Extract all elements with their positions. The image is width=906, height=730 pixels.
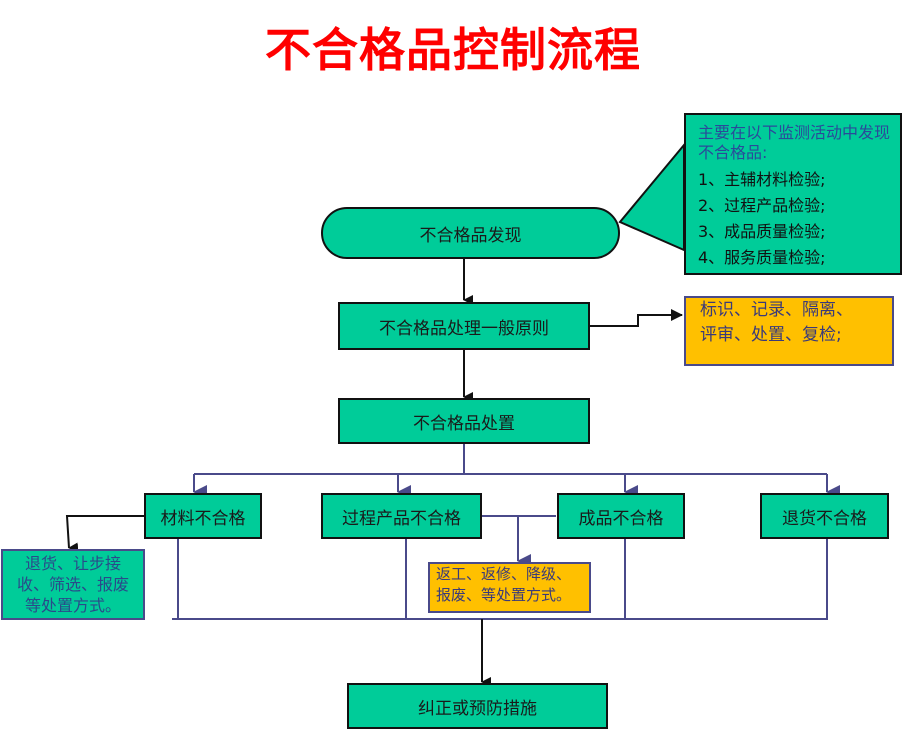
node-material-nonconforming[interactable]: 材料不合格 (144, 493, 262, 539)
arrow-principle-to-notes (589, 309, 683, 327)
node-corrective-action[interactable]: 纠正或预防措施 (347, 683, 608, 729)
callout-monitoring-activities: 主要在以下监测活动中发现不合格品: 1、主辅材料检验; 2、过程产品检验; 3、… (684, 113, 902, 275)
note-line: 返工、返修、降级、 (436, 565, 572, 583)
callout-item: 3、成品质量检验; (698, 222, 826, 241)
note-process-handling: 返工、返修、降级、 报废、等处置方式。 (428, 562, 591, 613)
note-line: 等处置方式。 (24, 596, 121, 615)
callout-item: 1、主辅材料检验; (698, 170, 826, 189)
note-line: 退货、让步接 (24, 554, 121, 573)
callout-item: 4、服务质量检验; (698, 248, 826, 267)
node-finished-product-nonconforming[interactable]: 成品不合格 (557, 493, 685, 539)
callout-item: 2、过程产品检验; (698, 196, 826, 215)
note-principles: 标识、记录、隔离、 评审、处置、复检; (684, 296, 894, 366)
node-process-product-nonconforming[interactable]: 过程产品不合格 (321, 493, 482, 539)
note-line: 收、筛选、报废 (16, 575, 129, 594)
diagram-title: 不合格品控制流程 (265, 23, 641, 77)
node-general-principle[interactable]: 不合格品处理一般原则 (338, 302, 590, 350)
node-returned-goods-nonconforming[interactable]: 退货不合格 (760, 493, 889, 539)
arrow-material-to-note (65, 515, 145, 553)
node-disposition[interactable]: 不合格品处置 (338, 398, 590, 444)
note-line: 标识、记录、隔离、 (700, 300, 853, 320)
node-discovery[interactable]: 不合格品发现 (321, 207, 620, 259)
callout-heading: 主要在以下监测活动中发现不合格品: (698, 123, 891, 162)
note-material-handling: 退货、让步接 收、筛选、报废 等处置方式。 (1, 549, 145, 620)
note-line: 评审、处置、复检; (700, 325, 842, 345)
callout-pointer (618, 142, 685, 252)
note-line: 报废、等处置方式。 (436, 586, 572, 604)
